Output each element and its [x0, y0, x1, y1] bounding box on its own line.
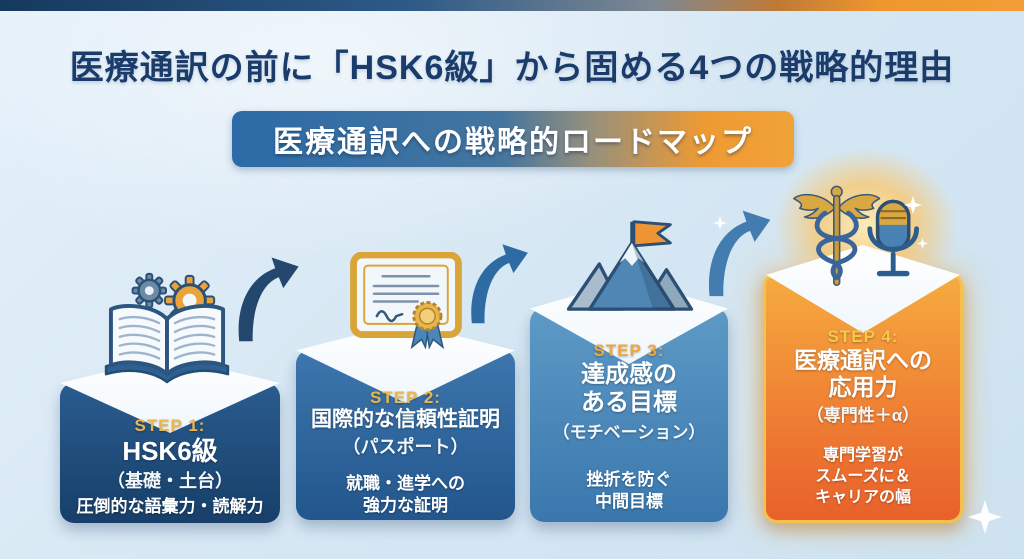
caduceus [793, 185, 881, 287]
step-1-card: STEP 1: HSK6級 （基礎・土台） 圧倒的な語彙力・読解力 [60, 357, 280, 523]
step-1-subtitle: （基礎・土台） [107, 470, 233, 491]
rosette [410, 301, 445, 350]
step-3-subtitle: （モチベーション） [552, 422, 706, 442]
step-3-card: STEP 3: 達成感の ある目標 （モチベーション） 挫折を防ぐ 中間目標 [530, 280, 728, 522]
step-2-subtitle: （パスポート） [342, 436, 469, 457]
arrow-step1-to-step2-icon [238, 257, 299, 342]
page-title: 医療通訳の前に「HSK6級」から固める4つの戦略的理由 [69, 49, 955, 87]
step-4-subtitle: （専門性＋α） [806, 406, 920, 426]
step-1-label: STEP 1: [134, 416, 206, 435]
step-2-label: STEP 2: [370, 388, 441, 407]
roadmap-banner-label: 医療通訳への戦略的ロードマップ [273, 126, 753, 159]
step-2-title: 国際的な信頼性証明 [311, 408, 500, 431]
step-4-label: STEP 4: [827, 327, 899, 346]
step-4-card: STEP 4: 医療通訳への 応用力 （専門性＋α） 専門学習が スムーズに＆ … [763, 245, 963, 523]
arrow-step2-to-step3-icon [471, 244, 528, 324]
roadmap-banner: 医療通訳への戦略的ロードマップ [232, 111, 794, 167]
sparkle-icon [968, 500, 1002, 534]
book-gears-icon [104, 272, 230, 384]
gear-small [131, 272, 167, 309]
step-3-title: 達成感の ある目標 [581, 361, 677, 417]
step-1-description: 圧倒的な語彙力・読解力 [76, 496, 264, 516]
microphone [867, 199, 919, 277]
certificate-icon [350, 252, 462, 350]
step-4-title: 医療通訳への 応用力 [794, 347, 932, 401]
top-accent-bar [0, 0, 1024, 11]
open-book [104, 304, 230, 384]
step-2-description: 就職・進学への 強力な証明 [346, 473, 465, 515]
caduceus-microphone-icon [793, 185, 919, 287]
step-4-description: 専門学習が スムーズに＆ キャリアの幅 [814, 447, 911, 506]
step-1-title: HSK6級 [122, 436, 218, 466]
step-2-card: STEP 2: 国際的な信頼性証明 （パスポート） 就職・進学への 強力な証明 [296, 323, 515, 520]
mountain-flag-icon [566, 220, 694, 311]
arrow-step3-to-step4-icon [708, 210, 771, 297]
step-3-description: 挫折を防ぐ 中間目標 [586, 469, 672, 511]
step-3-label: STEP 3: [593, 341, 665, 360]
